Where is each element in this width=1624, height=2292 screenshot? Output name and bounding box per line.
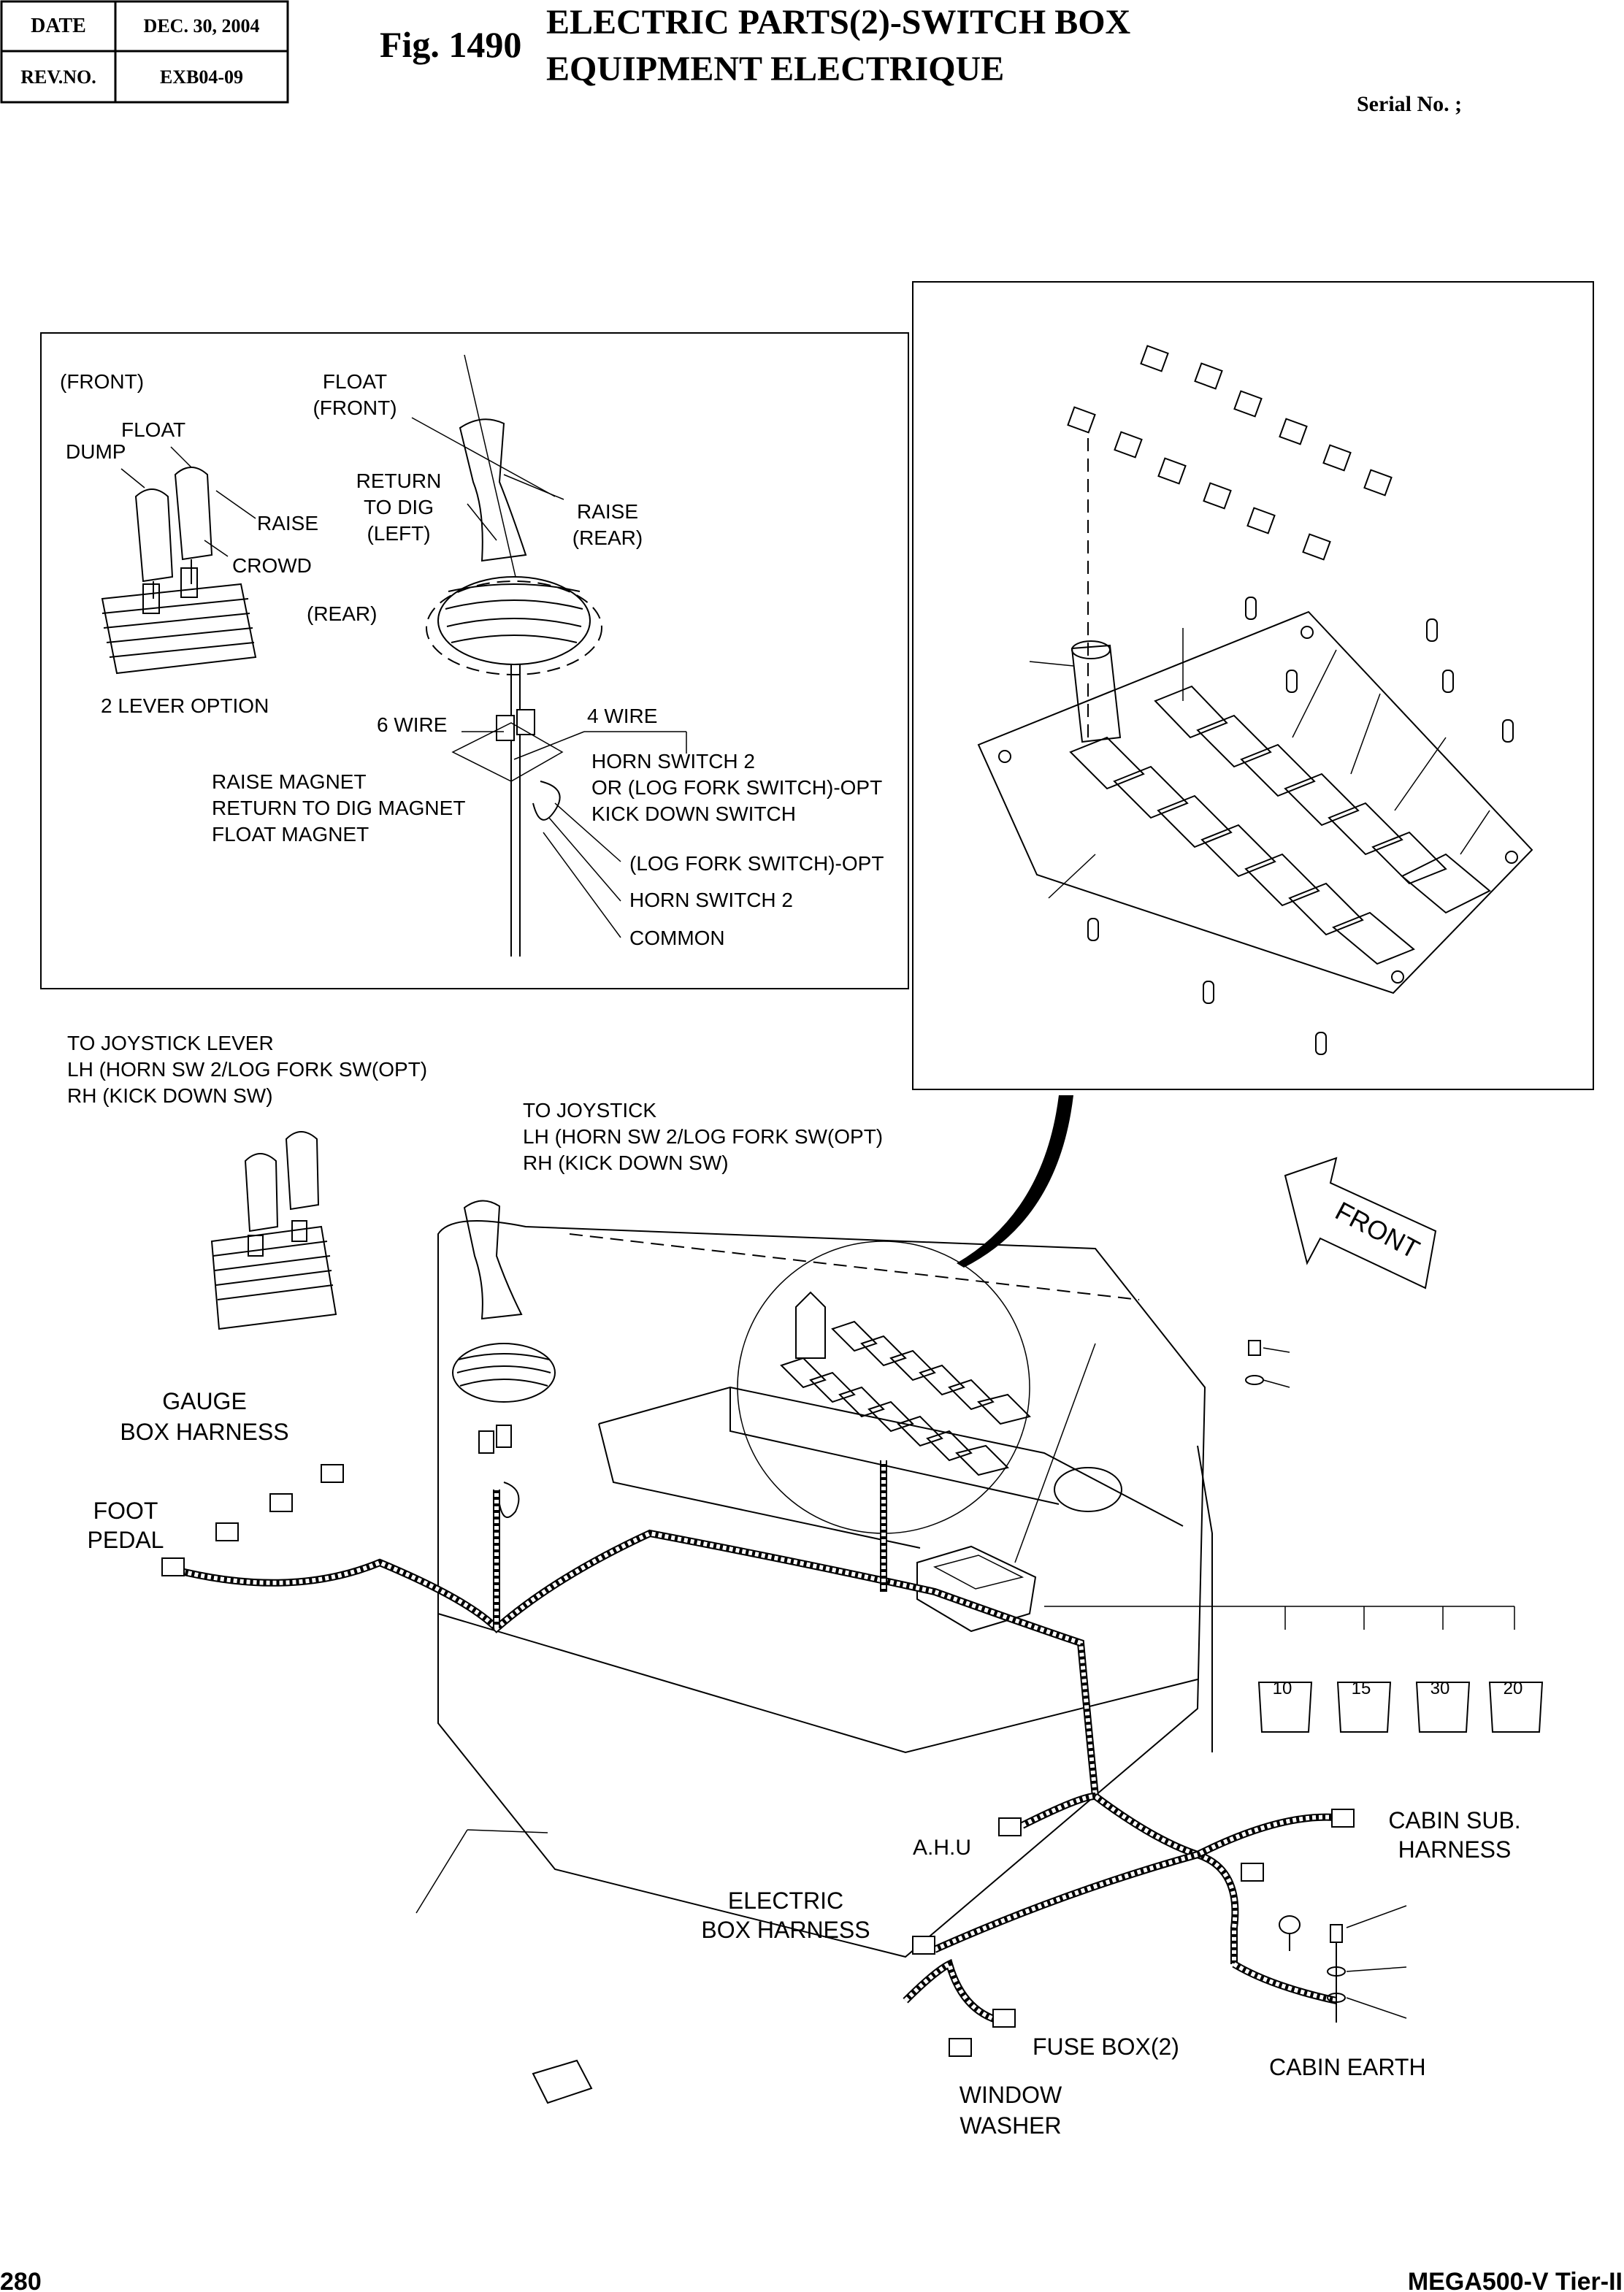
label-kick-down: KICK DOWN SWITCH (591, 802, 796, 825)
figure-number: Fig. 1490 (380, 24, 521, 65)
label-common: COMMON (629, 927, 725, 949)
label-front: (FRONT) (60, 370, 144, 393)
label-log-fork-opt: (LOG FORK SWITCH)-OPT (629, 852, 884, 875)
rev-label: REV.NO. (20, 66, 96, 88)
serial-number-label: Serial No. ; (1357, 92, 1462, 116)
label-raise-magnet: RAISE MAGNET (212, 770, 367, 793)
two-lever-drawing (101, 446, 257, 675)
title-line-1: ELECTRIC PARTS(2)-SWITCH BOX (546, 3, 1131, 42)
label-horn-switch-2: HORN SWITCH 2 (591, 750, 755, 773)
label-to-joystick-lever-lh: LH (HORN SW 2/LOG FORK SW(OPT) (67, 1058, 427, 1081)
fuse-rating-20: 20 (1504, 1679, 1523, 1698)
label-raise-rear-2: (REAR) (572, 526, 643, 549)
label-cabin-sub-harness: HARNESS (1398, 1836, 1512, 1863)
label-washer: WASHER (960, 2112, 1061, 2139)
label-float-magnet: FLOAT MAGNET (212, 823, 369, 846)
label-gauge: GAUGE (162, 1388, 247, 1414)
date-value: DEC. 30, 2004 (144, 15, 260, 37)
label-rear: (REAR) (307, 602, 377, 625)
cabin-earth-hardware (1245, 1340, 1407, 2023)
fuse-rating-10: 10 (1273, 1679, 1292, 1698)
header-date-rev-table: DATE DEC. 30, 2004 REV.NO. EXB04-09 (0, 0, 289, 104)
label-to-joystick-lever: TO JOYSTICK LEVER (67, 1032, 274, 1054)
label-float-front-1: FLOAT (323, 370, 387, 393)
two-lever-option-small (210, 1131, 337, 1330)
detail-callout-curve (957, 1095, 1073, 1268)
label-to-joystick: TO JOYSTICK (523, 1099, 656, 1122)
label-float-front-2: (FRONT) (313, 396, 397, 419)
label-cabin-sub: CABIN SUB. (1388, 1807, 1520, 1833)
label-float: FLOAT (121, 418, 185, 441)
label-ahu: A.H.U (913, 1836, 971, 1860)
label-cabin-earth: CABIN EARTH (1269, 2054, 1426, 2080)
label-to-joystick-lever-rh: RH (KICK DOWN SW) (67, 1084, 273, 1107)
front-direction-arrow: FRONT (1284, 1157, 1437, 1289)
bulbs (1087, 597, 1514, 1055)
fuse-10: 10 (1257, 1679, 1313, 1733)
switch-panel-detail (912, 281, 1594, 1090)
label-crowd: CROWD (232, 554, 312, 577)
leader-line-left (415, 1829, 468, 1914)
fuse-30: 30 (1415, 1679, 1471, 1733)
label-horn-sw2: HORN SWITCH 2 (629, 889, 793, 911)
wiring-harnesses (174, 1460, 1344, 2026)
label-electric-box-harness: BOX HARNESS (701, 1917, 870, 1943)
model-name: MEGA500-V Tier-II (1408, 2268, 1623, 2292)
fuses: 10 15 30 20 (1044, 1606, 1544, 1733)
label-fuse-box: FUSE BOX(2) (1033, 2034, 1179, 2060)
label-return-magnet: RETURN TO DIG MAGNET (212, 797, 465, 819)
date-label: DATE (31, 15, 86, 37)
fuse-rating-30: 30 (1430, 1679, 1450, 1698)
label-dump: DUMP (66, 440, 126, 463)
label-electric: ELECTRIC (728, 1887, 843, 1914)
label-to-joystick-lh: LH (HORN SW 2/LOG FORK SW(OPT) (523, 1125, 883, 1148)
rocker-switches (1069, 685, 1491, 965)
label-four-wire: 4 WIRE (587, 705, 657, 727)
label-log-fork-or: OR (LOG FORK SWITCH)-OPT (591, 776, 882, 799)
joystick-detail-panel: (FRONT) FLOAT DUMP RAISE CROWD (REAR) 2 … (40, 332, 909, 989)
rev-value: EXB04-09 (160, 66, 243, 88)
label-window: WINDOW (960, 2082, 1062, 2108)
switch-icon-labels (1067, 345, 1393, 561)
page-number: 280 (0, 2268, 42, 2292)
console-switch-cluster (737, 1241, 1031, 1534)
title-line-2: EQUIPMENT ELECTRIQUE (546, 50, 1004, 88)
label-two-lever-option: 2 LEVER OPTION (101, 694, 269, 717)
label-raise-rear-1: RAISE (577, 500, 638, 523)
label-return-2: TO DIG (364, 496, 434, 518)
label-foot: FOOT (93, 1498, 158, 1524)
console-body (437, 1220, 1213, 1958)
leader-line-left-horizontal (467, 1829, 548, 1833)
main-joystick (452, 1200, 556, 1518)
label-raise-left: RAISE (257, 512, 318, 534)
label-return-1: RETURN (356, 469, 442, 492)
fuse-rating-15: 15 (1352, 1679, 1371, 1698)
label-six-wire: 6 WIRE (377, 713, 447, 736)
fuse-box (916, 1545, 1037, 1633)
fuse-15: 15 (1336, 1679, 1392, 1733)
connectors (161, 1464, 1355, 2104)
label-to-joystick-rh: RH (KICK DOWN SW) (523, 1151, 729, 1174)
fuse-20: 20 (1488, 1679, 1544, 1733)
label-pedal: PEDAL (88, 1527, 164, 1553)
single-joystick-drawing (411, 354, 687, 957)
front-arrow-label: FRONT (1330, 1195, 1425, 1264)
label-return-3: (LEFT) (367, 522, 430, 545)
label-gauge-box-harness: BOX HARNESS (120, 1419, 288, 1445)
leader-line-fuse-box (1014, 1343, 1096, 1563)
